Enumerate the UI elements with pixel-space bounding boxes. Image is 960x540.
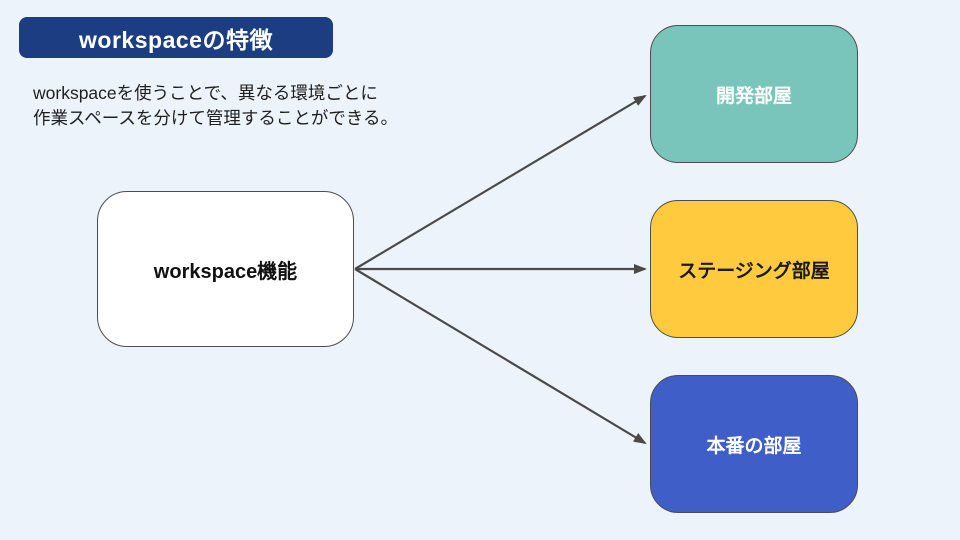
workspace-feature-node-label: workspace機能 — [153, 260, 298, 283]
arrow-to-production-room — [354, 268, 647, 445]
staging-room-node-label: ステージング部屋 — [678, 260, 830, 282]
workspace-feature-node: workspace機能 — [97, 191, 354, 347]
staging-room-node: ステージング部屋 — [650, 200, 858, 338]
production-room-node-label: 本番の部屋 — [706, 435, 802, 457]
production-room-node: 本番の部屋 — [650, 375, 858, 513]
title-badge: workspaceの特徴 — [19, 17, 333, 58]
description-text: workspaceを使うことで、異なる環境ごとに 作業スペースを分けて管理するこ… — [33, 81, 398, 131]
description-line-1: workspaceを使うことで、異なる環境ごとに — [33, 83, 378, 103]
dev-room-node: 開発部屋 — [650, 25, 858, 163]
description-line-2: 作業スペースを分けて管理することができる。 — [33, 108, 399, 128]
arrow-to-dev-room — [354, 94, 647, 270]
page-title: workspaceの特徴 — [79, 26, 273, 53]
dev-room-node-label: 開発部屋 — [715, 85, 792, 107]
